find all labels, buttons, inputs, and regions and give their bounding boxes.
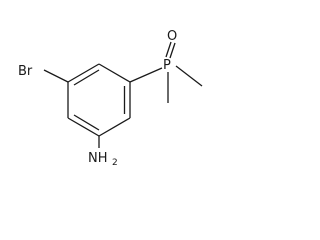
ring-double-bond-top	[73, 69, 100, 86]
atom-phosphorus: P	[163, 58, 171, 73]
ring-bond-bottom-right	[98, 117, 131, 137]
atom-amine-subscript: 2	[112, 158, 118, 168]
bond-p-o-1	[165, 41, 172, 58]
ring-double-bond-bottom	[73, 114, 100, 131]
atom-oxygen: O	[167, 29, 177, 44]
bond-p-o-2	[169, 42, 176, 59]
molecule-structure: Br P O NH 2	[18, 29, 203, 168]
bond-c-br	[43, 69, 69, 83]
atom-amine-n: NH	[88, 151, 108, 166]
benzene-ring	[67, 63, 131, 137]
bond-p-methyl-right	[175, 65, 203, 87]
ring-bond-top-right	[98, 63, 131, 83]
atom-bromine: Br	[18, 64, 33, 79]
ring-bond-top-left	[67, 63, 100, 83]
ring-bond-bottom-left	[67, 117, 100, 137]
bond-c-p	[129, 67, 163, 83]
substituent-bonds	[43, 41, 203, 148]
